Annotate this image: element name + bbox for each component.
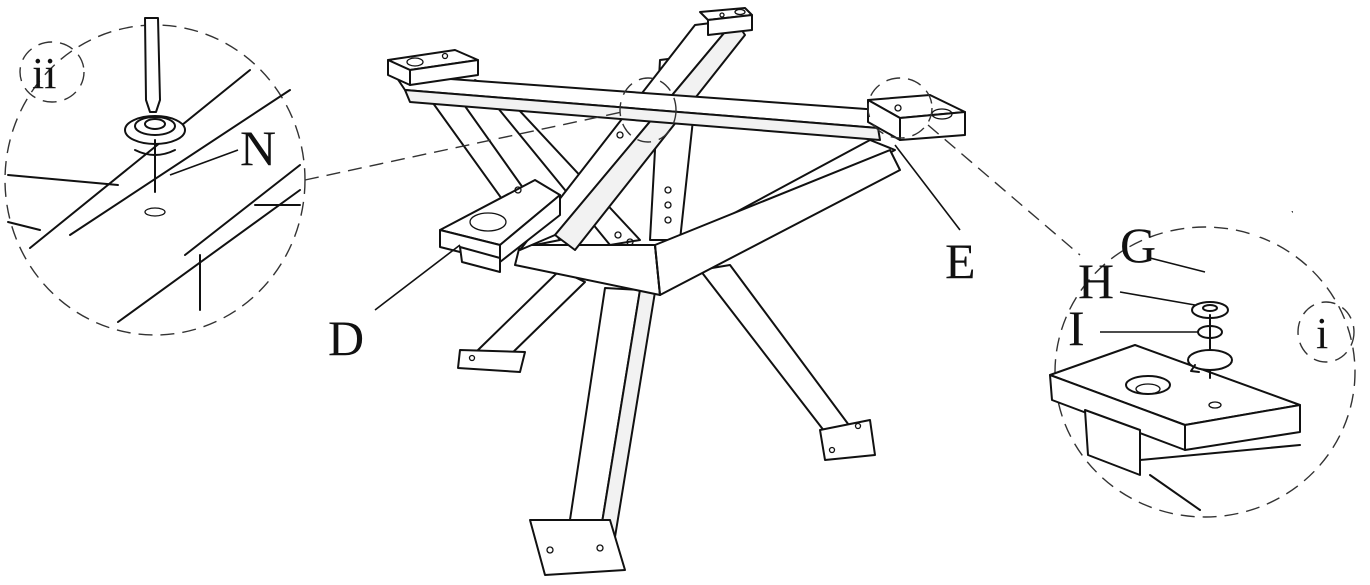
detail-marker-i <box>867 77 933 139</box>
table-base-frame <box>387 7 966 576</box>
label-N: N <box>240 120 276 176</box>
leg-front <box>529 287 656 576</box>
top-pad-left <box>387 49 479 86</box>
leader-E <box>894 144 961 231</box>
label-ii: ii <box>32 49 56 98</box>
label-D: D <box>328 310 364 366</box>
top-pad-right <box>867 94 966 141</box>
top-pad-back <box>699 7 753 36</box>
label-G: G <box>1120 217 1156 273</box>
detail-i-border <box>1054 226 1356 518</box>
label-H: H <box>1078 253 1114 309</box>
top-beam-short <box>394 74 881 141</box>
label-I: I <box>1068 300 1085 356</box>
callout-line-i <box>927 124 1081 256</box>
leader-D <box>374 244 461 311</box>
screwdriver-tool <box>144 17 161 113</box>
leg-right <box>699 264 876 461</box>
leg-left <box>457 269 586 373</box>
detail-i-badge <box>1297 301 1355 363</box>
detail-marker-ii <box>619 77 677 143</box>
top-beam-long <box>519 19 746 251</box>
label-E: E <box>945 233 976 289</box>
label-i: i <box>1316 309 1328 358</box>
detail-ii-badge <box>19 41 85 103</box>
detail-i: G H I i <box>1049 209 1356 518</box>
callout-line-ii <box>304 111 623 181</box>
detail-ii: N ii <box>4 17 306 336</box>
lower-ring-beam <box>514 149 901 296</box>
pad-D <box>439 179 561 273</box>
